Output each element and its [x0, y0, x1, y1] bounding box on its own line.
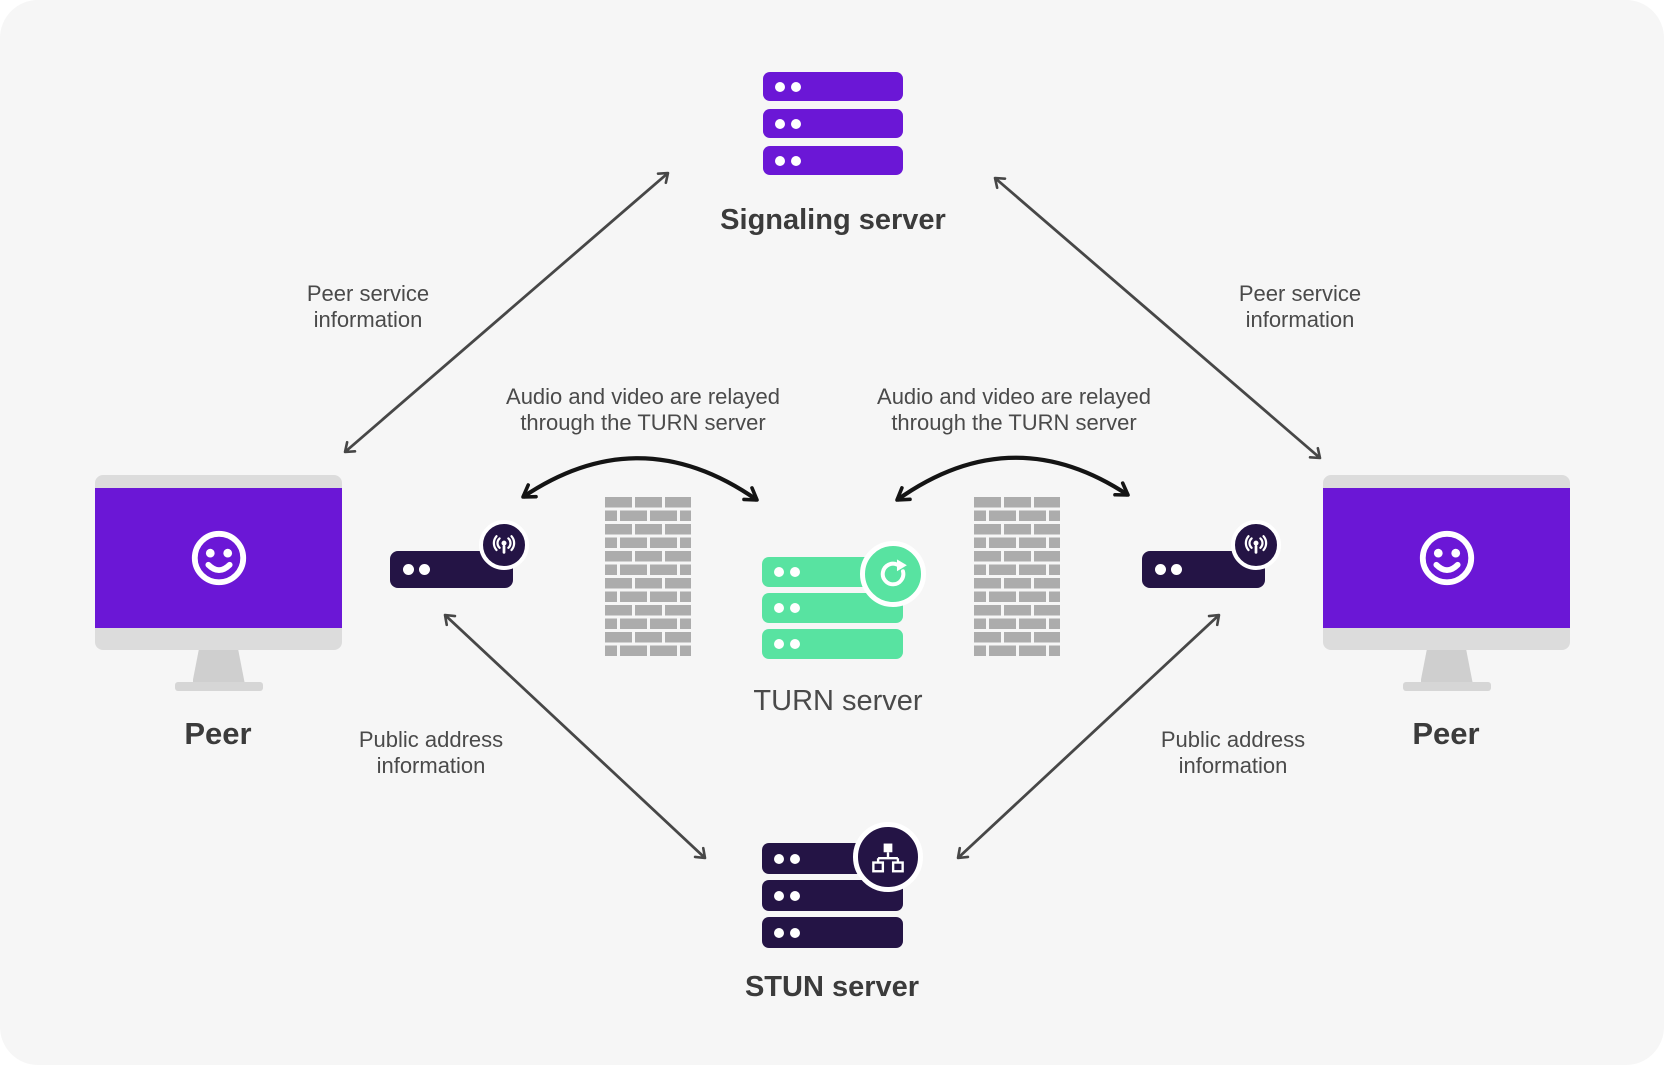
- public-address-left-note: Public address information: [281, 727, 581, 779]
- signaling-server-label: Signaling server: [720, 204, 946, 236]
- router-led: [403, 564, 414, 575]
- server-led: [790, 890, 800, 901]
- server-led: [774, 853, 784, 864]
- monitor-stand: [1420, 650, 1473, 682]
- router-led: [1171, 564, 1182, 575]
- note-line: information: [313, 307, 423, 332]
- peer-left-monitor-icon: [95, 475, 342, 691]
- server-bar: [763, 109, 903, 138]
- firewall-right-icon: [974, 497, 1060, 659]
- server-bar: [762, 629, 903, 659]
- arc-relay-left: [521, 456, 759, 502]
- note-line: information: [376, 753, 486, 778]
- monitor-base: [1402, 682, 1491, 691]
- note-line: Audio and video are relayed: [877, 384, 1151, 409]
- monitor-screen: [95, 488, 342, 628]
- server-led: [790, 639, 800, 649]
- peer-left-label: Peer: [184, 716, 252, 751]
- note-line: information: [1178, 753, 1288, 778]
- note-line: Peer service: [1238, 281, 1362, 306]
- monitor-bezel: [95, 628, 342, 650]
- server-bar: [763, 146, 903, 175]
- note-line: through the TURN server: [891, 410, 1137, 435]
- note-line: Public address: [1160, 727, 1306, 752]
- server-led: [775, 81, 785, 92]
- note-line: Audio and video are relayed: [506, 384, 780, 409]
- note-line: Public address: [358, 727, 504, 752]
- smiley-face-icon: [191, 530, 246, 586]
- network-tree-icon: [853, 822, 923, 892]
- server-bar: [762, 917, 903, 948]
- server-led: [774, 603, 784, 613]
- server-led: [790, 603, 800, 613]
- server-led: [774, 890, 784, 901]
- turn-server-label: TURN server: [753, 685, 923, 717]
- monitor-screen: [1323, 488, 1570, 628]
- server-led: [790, 567, 800, 577]
- server-led: [775, 118, 785, 129]
- firewall-left-icon: [605, 497, 691, 659]
- monitor-bezel: [1323, 628, 1570, 650]
- server-led: [790, 927, 800, 938]
- relay-right-note: Audio and video are relayed through the …: [829, 384, 1199, 436]
- turn-server-icon: [762, 557, 903, 659]
- note-line: Peer service: [306, 281, 430, 306]
- peer-right-monitor-icon: [1323, 475, 1570, 691]
- relay-left-note: Audio and video are relayed through the …: [458, 384, 828, 436]
- server-led: [790, 853, 800, 864]
- server-led: [791, 155, 801, 166]
- signaling-server-icon: [763, 72, 903, 175]
- note-line: through the TURN server: [520, 410, 766, 435]
- monitor-bezel: [95, 475, 342, 488]
- server-led: [774, 639, 784, 649]
- server-led: [791, 81, 801, 92]
- arc-relay-right: [895, 455, 1130, 502]
- server-led: [774, 927, 784, 938]
- server-led: [774, 567, 784, 577]
- server-led: [791, 118, 801, 129]
- monitor-bezel: [1323, 475, 1570, 488]
- broadcast-icon: [479, 520, 529, 570]
- stun-server-label: STUN server: [744, 971, 920, 1003]
- peer-service-right-note: Peer service information: [1150, 281, 1450, 333]
- monitor-stand: [192, 650, 245, 682]
- router-led: [419, 564, 430, 575]
- public-address-right-note: Public address information: [1083, 727, 1383, 779]
- smiley-face-icon: [1419, 530, 1474, 586]
- note-line: information: [1245, 307, 1355, 332]
- server-bar: [763, 72, 903, 101]
- server-led: [775, 155, 785, 166]
- peer-right-label: Peer: [1412, 716, 1480, 751]
- monitor-base: [174, 682, 263, 691]
- refresh-icon: [860, 541, 926, 607]
- broadcast-icon: [1231, 520, 1281, 570]
- peer-service-left-note: Peer service information: [218, 281, 518, 333]
- router-led: [1155, 564, 1166, 575]
